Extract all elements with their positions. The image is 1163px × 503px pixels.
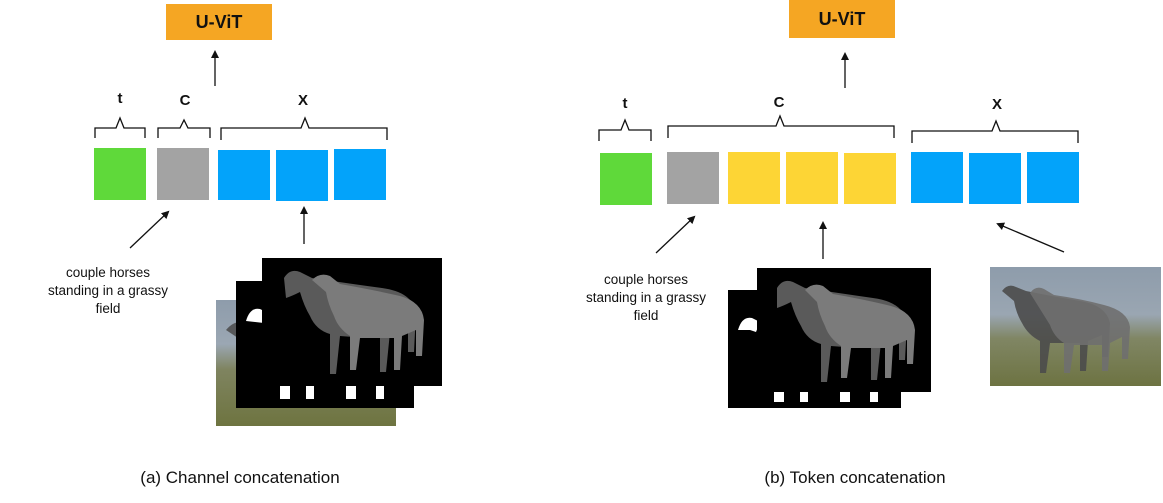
panel-b-caption-text: couple horses standing in a grassy field bbox=[585, 272, 707, 323]
panel-b-condition-token-3 bbox=[844, 153, 896, 204]
panel-a-label-t: t bbox=[117, 90, 123, 107]
panel-a-noise-token-1 bbox=[218, 150, 270, 200]
panel-a-caption-token bbox=[157, 148, 209, 200]
panel-b-label-x: X bbox=[991, 96, 1002, 113]
panel-b-brace-x bbox=[911, 119, 1079, 143]
panel-b-label-c: C bbox=[773, 94, 785, 111]
panel-b-brace-t bbox=[598, 118, 652, 141]
panel-b-model-label: U-ViT bbox=[818, 8, 866, 29]
panel-a-noise-token-3 bbox=[334, 149, 386, 200]
panel-a-caption: (a) Channel concatenation bbox=[140, 468, 340, 487]
panel-b-arrow-noisy bbox=[996, 222, 1065, 253]
panel-a-model-label: U-ViT bbox=[195, 11, 243, 32]
panel-b-noise-token-3 bbox=[1027, 152, 1079, 203]
panel-a-label-c: C bbox=[179, 92, 191, 109]
panel-a-model-box: U-ViT bbox=[166, 4, 272, 40]
panel-a-brace-c bbox=[157, 118, 211, 138]
panel-a-time-token bbox=[94, 148, 146, 200]
panel-b-brace-c bbox=[667, 114, 895, 138]
panel-a-arrow-caption bbox=[129, 210, 170, 249]
panel-b-horse-image bbox=[757, 268, 931, 392]
panel-b-model-box: U-ViT bbox=[789, 0, 895, 38]
panel-b-condition-token-2 bbox=[786, 152, 838, 204]
panel-b-label-t: t bbox=[622, 95, 628, 112]
panel-b-noise-token-2 bbox=[969, 153, 1021, 204]
panel-b-caption-token bbox=[667, 152, 719, 204]
panel-a-noise-token-2 bbox=[276, 150, 328, 201]
panel-a-horse-image bbox=[262, 258, 442, 386]
panel-b-arrow-caption bbox=[655, 215, 696, 254]
panel-b-caption: (b) Token concatenation bbox=[764, 468, 946, 487]
panel-b-time-token bbox=[600, 153, 652, 205]
panel-b-noisy-image bbox=[990, 267, 1161, 386]
panel-a-brace-x bbox=[220, 116, 388, 140]
panel-a-label-x: X bbox=[297, 92, 308, 109]
panel-b-condition-token-1 bbox=[728, 152, 780, 204]
panel-b-noise-token-1 bbox=[911, 152, 963, 203]
panel-a-caption-text: couple horses standing in a grassy field bbox=[47, 265, 169, 316]
panel-a-brace-t bbox=[94, 116, 146, 138]
